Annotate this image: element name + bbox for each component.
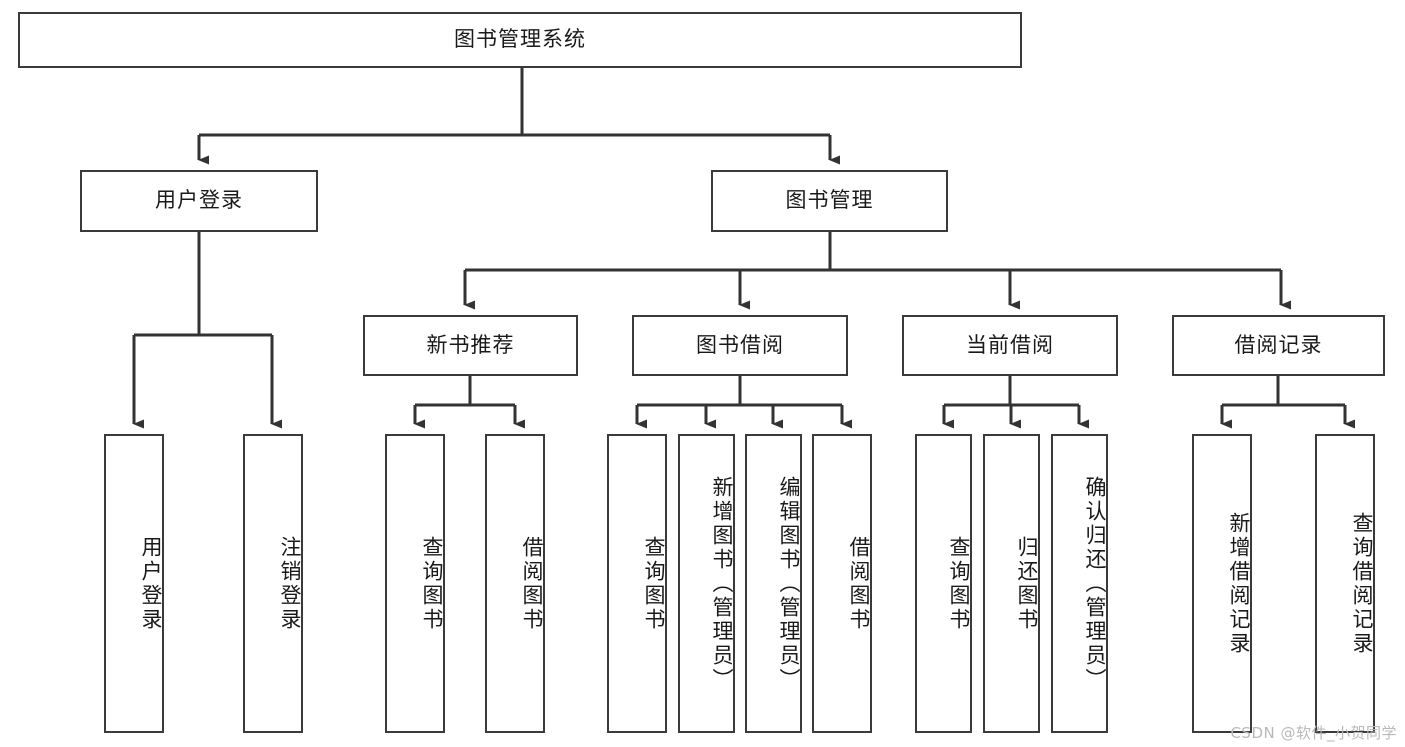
node-br-add-record-label: 新增借阅记录 (1227, 511, 1251, 656)
node-nbr-borrow-book-label: 借阅图书 (520, 535, 544, 632)
node-br-query-record[interactable]: 查询借阅记录 (1315, 434, 1375, 733)
node-book-manage[interactable]: 图书管理 (711, 170, 948, 232)
node-borrow-record-label: 借阅记录 (1234, 332, 1323, 357)
node-bb-add-book-label: 新增图书（管理员） (710, 475, 734, 692)
node-cb-confirm-return-label: 确认归还（管理员） (1083, 475, 1107, 692)
node-new-book-recommend[interactable]: 新书推荐 (363, 315, 578, 376)
node-borrow-record[interactable]: 借阅记录 (1172, 315, 1385, 376)
node-user-login[interactable]: 用户登录 (80, 170, 318, 232)
node-user-login-do-label: 用户登录 (139, 535, 163, 632)
node-user-login-do[interactable]: 用户登录 (104, 434, 164, 733)
node-bb-edit-book-label: 编辑图书（管理员） (777, 475, 801, 692)
node-nbr-query-book[interactable]: 查询图书 (385, 434, 445, 733)
node-bb-query-book[interactable]: 查询图书 (607, 434, 667, 733)
csdn-watermark: CSDN @软件_小贺同学 (1230, 724, 1397, 742)
node-new-book-recommend-label: 新书推荐 (426, 332, 515, 357)
node-nbr-query-book-label: 查询图书 (420, 535, 444, 632)
node-cb-query-book[interactable]: 查询图书 (915, 434, 972, 733)
node-br-add-record[interactable]: 新增借阅记录 (1192, 434, 1252, 733)
node-root[interactable]: 图书管理系统 (18, 12, 1022, 68)
node-bb-query-book-label: 查询图书 (642, 535, 666, 632)
node-user-login-label: 用户登录 (155, 188, 243, 213)
node-nbr-borrow-book[interactable]: 借阅图书 (485, 434, 545, 733)
node-current-borrow[interactable]: 当前借阅 (902, 315, 1118, 376)
node-user-logout-label: 注销登录 (278, 535, 302, 632)
node-book-borrow[interactable]: 图书借阅 (632, 315, 848, 376)
node-cb-return-book[interactable]: 归还图书 (983, 434, 1040, 733)
node-root-label: 图书管理系统 (454, 27, 586, 52)
node-current-borrow-label: 当前借阅 (966, 332, 1054, 357)
node-br-query-record-label: 查询借阅记录 (1350, 511, 1374, 656)
node-bb-borrow-book[interactable]: 借阅图书 (812, 434, 872, 733)
node-bb-add-book[interactable]: 新增图书（管理员） (678, 434, 735, 733)
node-cb-query-book-label: 查询图书 (947, 535, 971, 632)
node-bb-borrow-book-label: 借阅图书 (847, 535, 871, 632)
node-cb-confirm-return[interactable]: 确认归还（管理员） (1051, 434, 1108, 733)
node-book-borrow-label: 图书借阅 (696, 332, 784, 357)
node-user-logout[interactable]: 注销登录 (243, 434, 303, 733)
node-cb-return-book-label: 归还图书 (1015, 535, 1039, 632)
node-bb-edit-book[interactable]: 编辑图书（管理员） (745, 434, 802, 733)
node-book-manage-label: 图书管理 (785, 188, 874, 213)
